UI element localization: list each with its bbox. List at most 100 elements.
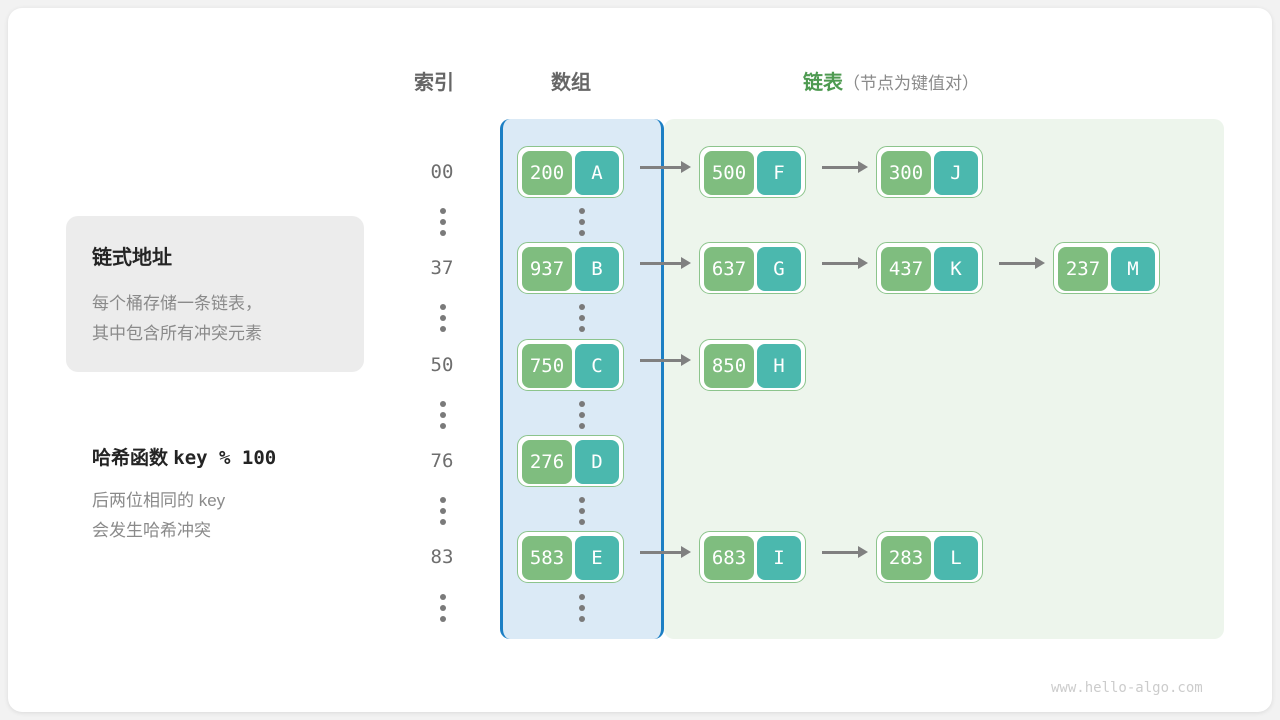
ellipsis-dot [440, 423, 446, 429]
ellipsis-dot [579, 605, 585, 611]
ellipsis-dot [440, 219, 446, 225]
column-header-index: 索引 [414, 72, 454, 94]
chain-arrow [822, 161, 868, 173]
watermark: www.hello-algo.com [1051, 680, 1203, 696]
arrow-shaft [822, 262, 859, 265]
kv-node-value: C [575, 344, 619, 388]
ellipsis-dot [440, 519, 446, 525]
hash-function-expression: key % 100 [173, 447, 277, 469]
chain-arrow [822, 546, 868, 558]
ellipsis-dot [579, 594, 585, 600]
array-ellipsis [579, 497, 585, 525]
kv-node-value: L [934, 536, 978, 580]
ellipsis-dot [440, 497, 446, 503]
chain-arrow [640, 546, 691, 558]
arrow-head [858, 257, 868, 269]
index-ellipsis [440, 208, 446, 236]
arrow-head [681, 354, 691, 366]
ellipsis-dot [579, 508, 585, 514]
array-ellipsis [579, 401, 585, 429]
ellipsis-dot [579, 208, 585, 214]
kv-node-key: 276 [522, 440, 572, 484]
kv-node-key: 437 [881, 247, 931, 291]
index-ellipsis [440, 497, 446, 525]
ellipsis-dot [579, 401, 585, 407]
ellipsis-dot [579, 304, 585, 310]
arrow-shaft [640, 262, 682, 265]
kv-node-value: J [934, 151, 978, 195]
chain-arrow [640, 354, 691, 366]
column-header-linked-list-main: 链表 [803, 72, 843, 94]
ellipsis-dot [440, 208, 446, 214]
diagram-card: 索引 数组 链表（节点为键值对） 链式地址 每个桶存储一条链表， 其中包含所有冲… [8, 8, 1272, 712]
info-card-title: 链式地址 [92, 247, 172, 269]
array-ellipsis [579, 304, 585, 332]
ellipsis-dot [579, 423, 585, 429]
kv-node-key: 750 [522, 344, 572, 388]
arrow-head [681, 161, 691, 173]
kv-node-key: 237 [1058, 247, 1108, 291]
arrow-shaft [822, 166, 859, 169]
kv-node-value: H [757, 344, 801, 388]
index-ellipsis [440, 304, 446, 332]
kv-node-key: 637 [704, 247, 754, 291]
arrow-head [681, 257, 691, 269]
bucket-index-label: 37 [430, 257, 454, 279]
arrow-shaft [822, 551, 859, 554]
ellipsis-dot [579, 230, 585, 236]
ellipsis-dot [579, 519, 585, 525]
ellipsis-dot [579, 326, 585, 332]
bucket-index-label: 00 [430, 161, 454, 183]
kv-node-key: 683 [704, 536, 754, 580]
chain-arrow [822, 257, 868, 269]
array-ellipsis [579, 208, 585, 236]
arrow-shaft [640, 166, 682, 169]
kv-node-key: 937 [522, 247, 572, 291]
kv-node-key: 283 [881, 536, 931, 580]
array-ellipsis [579, 594, 585, 622]
ellipsis-dot [440, 230, 446, 236]
kv-node-value: D [575, 440, 619, 484]
arrow-head [1035, 257, 1045, 269]
info-card-body: 每个桶存储一条链表， 其中包含所有冲突元素 [92, 294, 262, 343]
kv-node-value: E [575, 536, 619, 580]
ellipsis-dot [440, 605, 446, 611]
arrow-shaft [640, 551, 682, 554]
arrow-shaft [640, 359, 682, 362]
bucket-index-label: 50 [430, 354, 454, 376]
kv-node-value: K [934, 247, 978, 291]
column-header-linked-list-sub: （节点为键值对） [843, 74, 979, 93]
index-ellipsis [440, 594, 446, 622]
ellipsis-dot [440, 304, 446, 310]
arrow-head [858, 161, 868, 173]
kv-node-value: G [757, 247, 801, 291]
kv-node-key: 200 [522, 151, 572, 195]
hash-function-body: 后两位相同的 key 会发生哈希冲突 [92, 491, 226, 540]
arrow-head [681, 546, 691, 558]
info-card [66, 216, 364, 372]
column-header-array: 数组 [551, 72, 591, 94]
ellipsis-dot [440, 616, 446, 622]
kv-node-value: F [757, 151, 801, 195]
ellipsis-dot [440, 508, 446, 514]
kv-node-key: 300 [881, 151, 931, 195]
chain-arrow [640, 161, 691, 173]
